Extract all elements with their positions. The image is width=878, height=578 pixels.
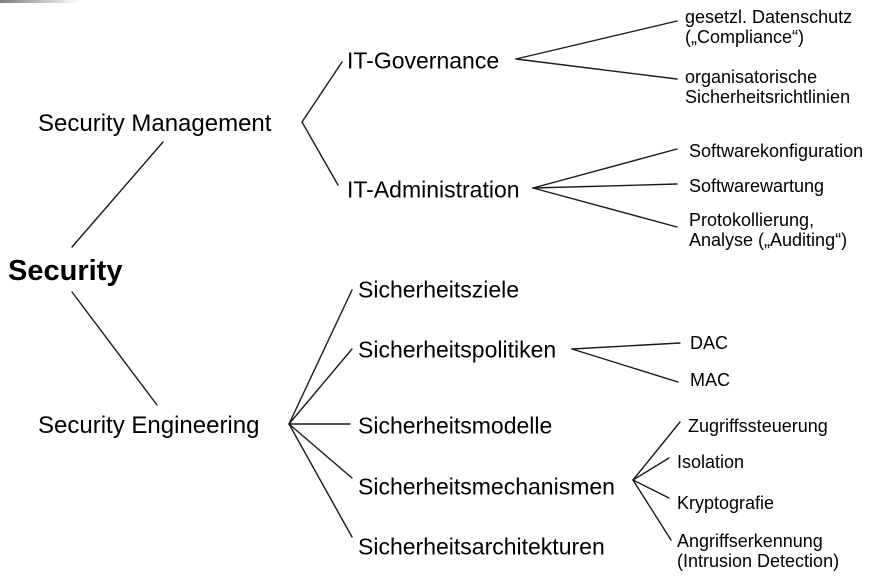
connector-engineering-architekturen: [288, 423, 353, 538]
leaf-organisatorische-richtlinien: organisatorische Sicherheitsrichtlinien: [685, 67, 851, 107]
node-it-administration: IT-Administration: [347, 176, 520, 203]
connector-root-management: [71, 141, 164, 248]
leaf-mac: MAC: [690, 370, 730, 390]
connector-mechanismen-isolation: [632, 457, 670, 481]
connector-politiken-dac: [571, 342, 681, 350]
node-security-engineering: Security Engineering: [38, 411, 260, 439]
node-sicherheitsmechanismen: Sicherheitsmechanismen: [358, 473, 615, 500]
connector-governance-richtlinien: [515, 58, 678, 80]
node-sicherheitspolitiken: Sicherheitspolitiken: [358, 336, 557, 363]
leaf-gesetzl-datenschutz: gesetzl. Datenschutz („Compliance“): [685, 7, 853, 47]
leaf-kryptografie: Kryptografie: [677, 493, 775, 513]
node-security-management: Security Management: [38, 109, 272, 137]
connector-administration-konfiguration: [532, 148, 678, 189]
leaf-dac: DAC: [690, 333, 729, 353]
node-it-governance: IT-Governance: [347, 47, 500, 74]
connector-politiken-mac: [571, 348, 679, 383]
connector-engineering-politiken: [288, 348, 353, 425]
node-sicherheitsziele: Sicherheitsziele: [358, 276, 520, 303]
leaf-zugriffssteuerung: Zugriffssteuerung: [688, 416, 828, 436]
top-edge-artifact: [0, 0, 80, 3]
leaf-protokollierung-analyse: Protokollierung, Analyse („Auditing“): [689, 210, 848, 250]
connector-mechanismen-angriff: [632, 479, 672, 541]
node-sicherheitsmodelle: Sicherheitsmodelle: [358, 412, 553, 439]
node-sicherheitsarchitekturen: Sicherheitsarchitekturen: [358, 533, 605, 560]
connector-administration-protokollierung: [532, 187, 678, 228]
connector-management-administration: [301, 121, 339, 186]
connector-engineering-ziele: [288, 289, 353, 425]
leaf-softwarewartung: Softwarewartung: [689, 176, 825, 196]
connector-management-governance: [301, 61, 343, 123]
leaf-isolation: Isolation: [677, 452, 745, 472]
connector-governance-datenschutz: [515, 20, 678, 60]
connector-engineering-mechanismen: [288, 423, 353, 479]
connector-mechanismen-krypto: [632, 479, 670, 499]
leaf-angriffserkennung: Angriffserkennung (Intrusion Detection): [677, 531, 840, 571]
connector-root-engineering: [71, 291, 158, 406]
node-security-root: Security: [8, 254, 123, 287]
connector-mechanismen-zugriff: [632, 421, 681, 481]
connector-administration-wartung: [532, 183, 678, 189]
leaf-softwarekonfiguration: Softwarekonfiguration: [689, 141, 864, 161]
